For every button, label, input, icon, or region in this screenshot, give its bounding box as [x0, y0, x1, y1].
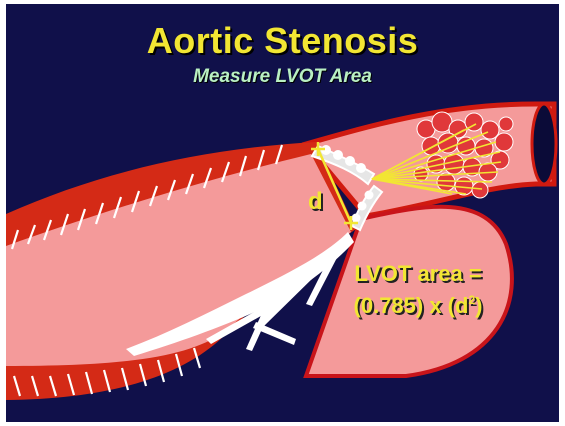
slide-subtitle: Measure LVOT Area — [6, 66, 559, 88]
formula-prefix: (0.785) x (d — [354, 293, 469, 318]
formula-suffix: ) — [475, 293, 482, 318]
formula-line-1: LVOT area = — [328, 261, 508, 287]
slide-title: Aortic Stenosis — [6, 20, 559, 62]
slide: Aortic Stenosis Measure LVOT Area d LVOT… — [6, 4, 559, 422]
formula-line-2: (0.785) x (d2) — [328, 293, 508, 319]
aorta-opening — [532, 104, 556, 184]
diameter-label: d — [308, 188, 323, 216]
